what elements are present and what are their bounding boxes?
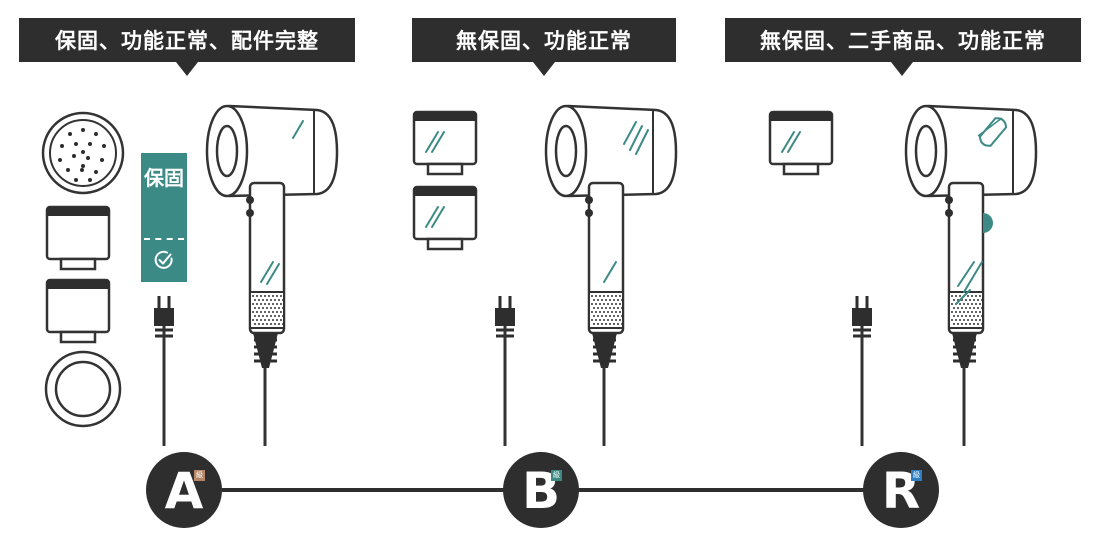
- grade-letter: B: [521, 462, 561, 520]
- dryer-outlet-inner: [914, 124, 938, 178]
- tier-r-artwork: [768, 104, 1038, 446]
- grade-tag: 級: [551, 470, 562, 481]
- tier-b-banner: 無保固、功能正常: [412, 18, 676, 76]
- tier-a-artwork: [41, 104, 339, 446]
- banner-pointer: [891, 62, 913, 76]
- grade-b-badge: B 級: [503, 452, 579, 528]
- warranty-text: 保固: [144, 166, 184, 190]
- warranty-divider: [144, 238, 184, 240]
- tier-r-label: 無保固、二手商品、功能正常: [760, 29, 1046, 53]
- dryer-button: [585, 209, 593, 217]
- hair-dryer-icon: [904, 104, 1038, 446]
- grade-tag: 級: [194, 470, 205, 481]
- banner-pointer: [176, 62, 198, 76]
- tier-a-banner: 保固、功能正常、配件完整: [19, 18, 355, 76]
- plug-icon: [495, 296, 515, 446]
- nozzle-icon: [412, 110, 478, 176]
- grade-letter: A: [164, 462, 204, 520]
- banner-pointer: [533, 62, 555, 76]
- warranty-tag: 保固: [141, 153, 187, 282]
- hair-dryer-icon: [544, 104, 678, 446]
- dryer-button: [945, 209, 953, 217]
- tier-r-banner: 無保固、二手商品、功能正常: [725, 18, 1081, 76]
- nozzle-icon: [768, 110, 834, 176]
- nozzle-icon: [45, 205, 111, 271]
- filter-mesh: [249, 291, 285, 329]
- grade-letter: R: [881, 462, 921, 520]
- tier-b-label: 無保固、功能正常: [456, 29, 632, 53]
- filter-mesh: [588, 291, 624, 329]
- dryer-button: [246, 196, 254, 204]
- strain-relief: [952, 333, 977, 368]
- dryer-button: [246, 209, 254, 217]
- grade-a-badge: A 級: [146, 452, 222, 528]
- dryer-head: [926, 104, 1038, 198]
- nozzle-icon: [45, 278, 111, 344]
- scratch-mark: [983, 213, 993, 233]
- plug-icon: [852, 296, 872, 446]
- ring-attachment-icon: [44, 350, 122, 428]
- nozzle-icon: [412, 185, 478, 251]
- check-circle-icon: [154, 250, 173, 269]
- plug-icon: [154, 296, 174, 446]
- dryer-head: [227, 104, 339, 198]
- strain-relief: [253, 333, 278, 368]
- filter-mesh: [948, 291, 984, 329]
- hair-dryer-icon: [205, 104, 339, 446]
- tier-b-artwork: [412, 104, 678, 446]
- dryer-head: [566, 104, 678, 198]
- grade-tag: 級: [911, 470, 922, 481]
- dryer-button: [945, 196, 953, 204]
- tier-a-label: 保固、功能正常、配件完整: [55, 29, 319, 53]
- strain-relief: [592, 333, 617, 368]
- dryer-outlet-inner: [215, 124, 239, 178]
- grade-r-badge: R 級: [863, 452, 939, 528]
- diffuser-icon: [41, 111, 125, 195]
- dryer-outlet-inner: [554, 124, 578, 178]
- dryer-button: [585, 196, 593, 204]
